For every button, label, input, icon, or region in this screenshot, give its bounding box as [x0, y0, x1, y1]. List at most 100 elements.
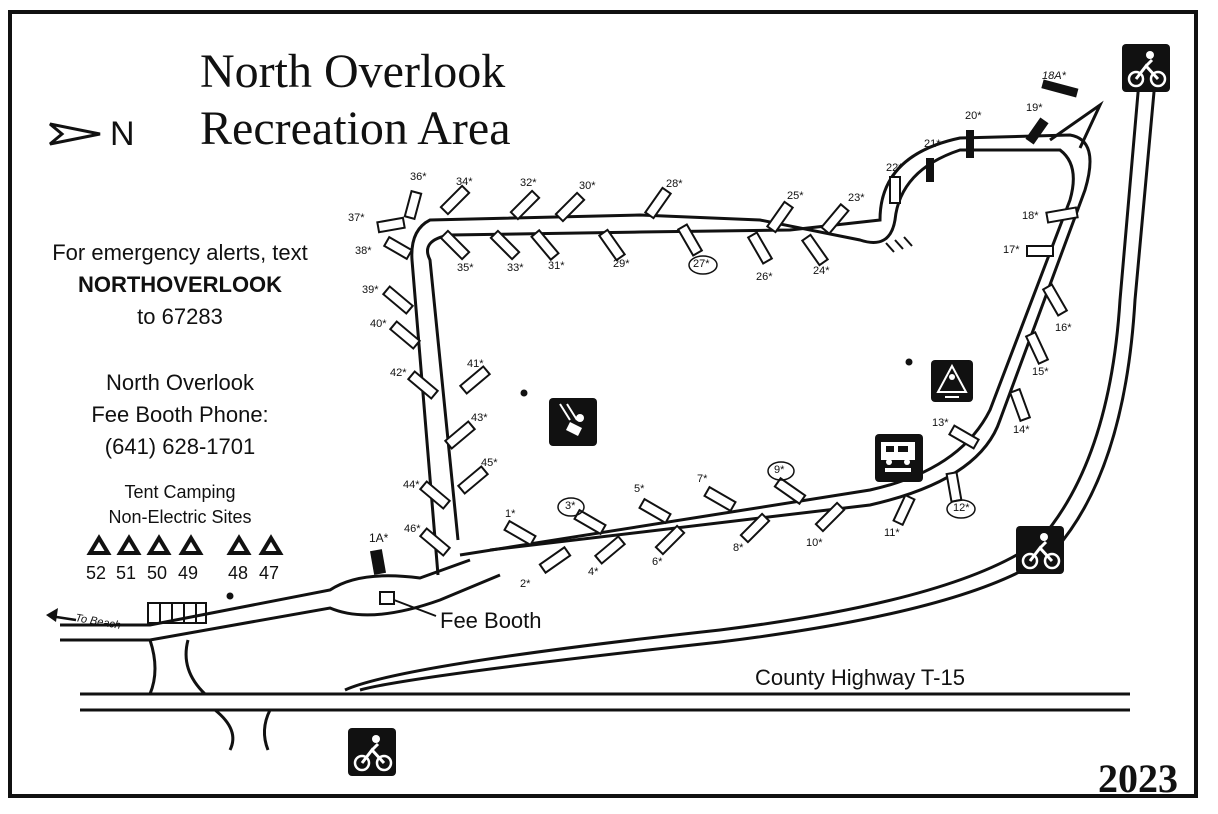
fee-booth-phone: (641) 628-1701 [104, 434, 256, 459]
campsite-pad [1026, 245, 1054, 257]
site-label: 34* [456, 176, 473, 188]
bike-trail-icon [1016, 526, 1064, 574]
site-label: 29* [613, 258, 630, 270]
site-label: 4* [588, 566, 599, 578]
tent-site-label: 47 [259, 563, 280, 583]
site-label: 20* [965, 110, 982, 122]
title-line-2: Recreation Area [200, 102, 511, 155]
site-label: 36* [410, 171, 427, 183]
campsite-pad [945, 471, 963, 503]
fee-booth-leader [393, 599, 437, 617]
tent-camping-label: Tent Camping [124, 482, 236, 502]
bike-trail-icon [348, 728, 396, 776]
fee-booth-label: Fee Booth [440, 608, 542, 633]
site-label: 28* [666, 178, 683, 190]
non-electric-label: Non-Electric Sites [108, 507, 252, 527]
map-frame [8, 10, 1198, 798]
site-label: 3* [565, 500, 576, 512]
campsite-pad [388, 320, 422, 350]
site-label: 38* [355, 245, 372, 257]
campsite-pad [376, 216, 406, 234]
campsite-pad [509, 189, 541, 221]
site-label: 46* [404, 523, 421, 535]
tent-site-label: 52 [86, 563, 107, 583]
to-beach-arrow-icon [46, 608, 77, 622]
site-label: 30* [579, 180, 596, 192]
campsite-pad [381, 285, 415, 315]
fee-booth-marker [379, 591, 395, 605]
site-label: 33* [507, 262, 524, 274]
site-label: 21* [924, 138, 941, 150]
amphitheater-icon [931, 360, 973, 402]
site-label: 15* [1032, 366, 1049, 378]
site-label: 17* [1003, 244, 1020, 256]
campsite-pad [892, 493, 916, 527]
bike-trail-icon [1122, 44, 1170, 92]
site-label: 23* [848, 192, 865, 204]
campsite-pads [376, 176, 1079, 575]
site-18a-label: 18A* [1042, 70, 1066, 82]
campsite-pad [1008, 387, 1032, 423]
rv-dump-station-icon [875, 434, 923, 482]
site-label: 8* [733, 542, 744, 554]
campsite-pad [703, 485, 737, 513]
accessible-pads [370, 79, 1079, 575]
emergency-line-1: For emergency alerts, text [52, 240, 308, 265]
campsite-pad [800, 233, 830, 267]
campsite-pad [503, 519, 537, 547]
site-label: 5* [634, 483, 645, 495]
campsite-pad [554, 191, 586, 223]
site-label: 39* [362, 284, 379, 296]
parking-lines [885, 236, 913, 253]
campsite-pad [439, 184, 471, 216]
site-label: 10* [806, 537, 823, 549]
emergency-keyword: NORTHOVERLOOK [77, 272, 283, 297]
site-label: 11* [884, 527, 900, 539]
campsite-pad [593, 535, 627, 565]
campsite-pad [739, 512, 771, 544]
playground-icon [549, 398, 597, 446]
site-label: 27* [693, 258, 710, 270]
site-label: 2* [520, 578, 531, 590]
site-label: 35* [457, 262, 474, 274]
site-label: 25* [787, 190, 804, 202]
campsite-pad [382, 235, 414, 261]
campsite-pad [403, 189, 423, 221]
north-arrow-icon [49, 122, 101, 146]
campsite-pad [889, 176, 901, 204]
tent-icons [86, 534, 284, 555]
campsite-pad [418, 480, 452, 510]
map-year: 2023 [1098, 756, 1178, 801]
site-label: 41* [467, 358, 484, 370]
site-label: 37* [348, 212, 365, 224]
emergency-line-3: to 67283 [137, 304, 223, 329]
campsite-pad [1045, 206, 1079, 224]
campsite-pad [443, 420, 477, 450]
site-label: 44* [403, 479, 420, 491]
site-label: 40* [370, 318, 387, 330]
fee-booth-info-line-2: Fee Booth Phone: [91, 402, 269, 427]
campsite-pad [406, 370, 440, 400]
site-label: 43* [471, 412, 488, 424]
site-label: 31* [548, 260, 565, 272]
site-label: 45* [481, 457, 498, 469]
campsite-pad [1024, 330, 1050, 366]
campsite-pad [439, 229, 471, 261]
north-label: N [110, 115, 135, 153]
site-label: 7* [697, 473, 708, 485]
tent-icon [86, 534, 112, 555]
site-ovals [557, 255, 976, 519]
site-label: 18* [1022, 210, 1039, 222]
site-label: 24* [813, 265, 830, 277]
campsite-pad [538, 545, 572, 575]
fee-booth-info-line-1: North Overlook [106, 370, 254, 395]
campsite-pad [746, 231, 774, 265]
campsite-pad [773, 476, 807, 506]
site-label: 22* [886, 162, 903, 174]
campsite-pad [456, 465, 490, 495]
site-1a-label: 1A* [369, 531, 389, 545]
tent-icon [258, 534, 284, 555]
tent-icon [178, 534, 204, 555]
campsite-pad [638, 497, 672, 525]
campsite-pad [643, 186, 673, 220]
